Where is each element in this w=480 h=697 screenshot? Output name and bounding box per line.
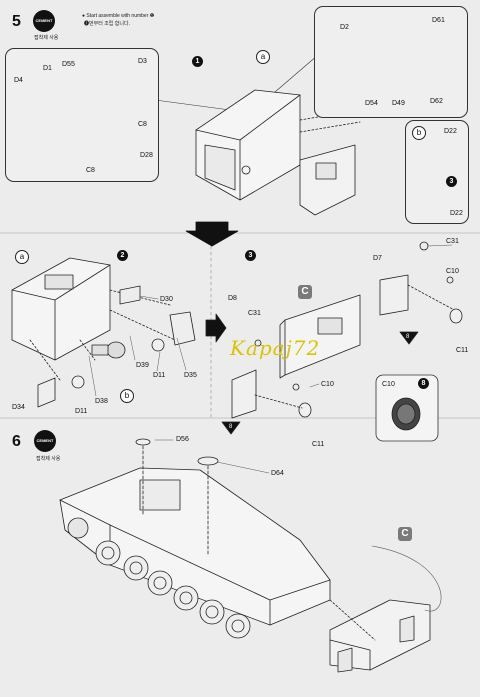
part-label-d35: D35	[184, 372, 197, 379]
part-label-c11: C11	[456, 347, 469, 354]
down-arrow-icon	[185, 221, 239, 247]
flag-8-right: 8	[406, 334, 410, 340]
step-number-6: 6	[12, 433, 21, 450]
part-label-d34: D34	[12, 404, 25, 411]
part-label-d64: D64	[271, 470, 284, 477]
step5-subassembly-inset	[5, 48, 159, 182]
detail-flag-8: 8	[418, 378, 429, 389]
watermark: Kapaj72	[230, 336, 321, 360]
part-label-d61: D61	[432, 17, 445, 24]
part-label-d3: D3	[138, 58, 147, 65]
callout-c-lower: C	[298, 285, 312, 299]
cement-caption-step6: 접착제 사용	[36, 456, 61, 462]
part-label-d56: D56	[176, 436, 189, 443]
part-label-c31: C31	[446, 238, 459, 245]
part-label-c11-2: C11	[312, 441, 325, 448]
part-label-d11-2: D11	[75, 408, 88, 415]
cement-caption-step5: 접착제 사용	[34, 35, 59, 41]
assembly-b-marker-lower: b	[120, 389, 134, 403]
part-label-d49: D49	[392, 100, 405, 107]
note-start-assemble: ● Start assemble with number ❶	[82, 13, 155, 19]
step6-hull-drawing	[59, 438, 442, 673]
part-label-d28: D28	[140, 152, 153, 159]
part-label-d39: D39	[136, 362, 149, 369]
cement-badge-step5: CEMENT	[33, 10, 55, 32]
part-label-d1: D1	[43, 65, 52, 72]
part-label-d55: D55	[62, 61, 75, 68]
part-label-d62: D62	[430, 98, 443, 105]
part-label-c10: C10	[446, 268, 459, 275]
flag-8-left: 8	[229, 424, 233, 430]
part-label-d11: D11	[153, 372, 166, 379]
assembly-a-marker-lower: a	[15, 250, 29, 264]
step-number-5: 5	[12, 13, 21, 30]
note-start-assemble-kr: ❶번부터 조립 합니다.	[84, 21, 130, 27]
detail-label-c10: C10	[382, 381, 395, 388]
part-label-d4: D4	[14, 77, 23, 84]
part-label-d30: D30	[160, 296, 173, 303]
part-label-d22: D22	[444, 128, 457, 135]
step5-substep3-drawing	[221, 241, 463, 435]
callout-c-step6: C	[398, 527, 412, 541]
assembly-a-drawing	[195, 89, 361, 216]
substep-1-marker: 1	[192, 56, 203, 67]
c10-detail-drawing	[375, 374, 439, 442]
assembly-b-marker-inset: b	[412, 126, 426, 140]
part-label-d38: D38	[95, 398, 108, 405]
assembly-a-marker: a	[256, 50, 270, 64]
part-label-c10-2: C10	[321, 381, 334, 388]
part-label-d22-2: D22	[450, 210, 463, 217]
cement-badge-step6: CEMENT	[34, 430, 56, 452]
part-label-d2: D2	[340, 24, 349, 31]
part-label-d7: D7	[373, 255, 382, 262]
substep-2-marker: 2	[117, 250, 128, 261]
part-label-c31-2: C31	[248, 310, 261, 317]
part-label-c8: C8	[138, 121, 147, 128]
step5-substep2-drawing	[11, 257, 196, 408]
substep-3-marker: 3	[245, 250, 256, 261]
part-label-d8: D8	[228, 295, 237, 302]
flag-3-marker: 3	[446, 176, 457, 187]
part-label-d54: D54	[365, 100, 378, 107]
inset-top-right	[314, 6, 468, 118]
part-label-c8-2: C8	[86, 167, 95, 174]
